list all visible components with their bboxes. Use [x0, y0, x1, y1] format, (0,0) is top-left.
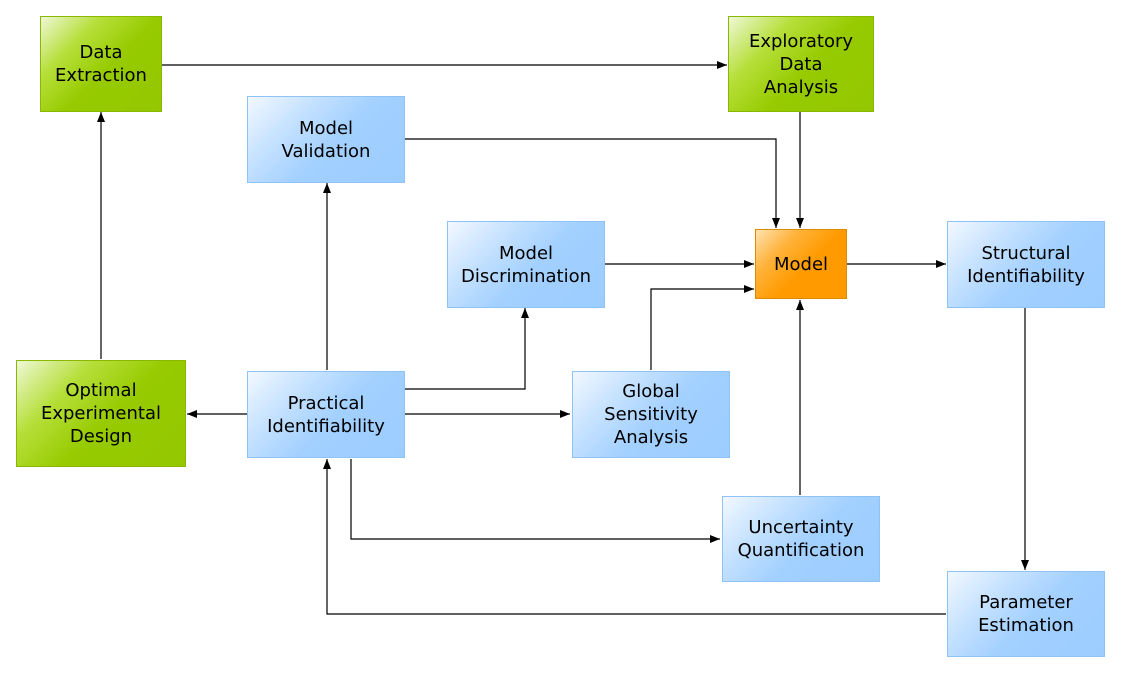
node-label: Optimal Experimental Design: [40, 380, 162, 447]
node-model-discrimination: Model Discrimination: [447, 221, 605, 308]
node-label: Model: [773, 253, 829, 275]
edge-parameter-estimation-to-practical-identifiability: [323, 459, 946, 615]
node-global-sensitivity-analysis: Global Sensitivity Analysis: [572, 371, 730, 458]
edge-global-sensitivity-analysis-to-model: [650, 285, 754, 370]
edge-model-validation-to-model: [405, 138, 780, 228]
node-exploratory-data-analysis: Exploratory Data Analysis: [728, 16, 874, 112]
node-label: Model Discrimination: [461, 242, 591, 287]
edge-practical-identifiability-to-uncertainty-quantification: [350, 459, 720, 543]
node-label: Data Extraction: [55, 42, 147, 86]
node-structural-identifiability: Structural Identifiability: [947, 221, 1105, 308]
node-practical-identifiability: Practical Identifiability: [247, 371, 405, 458]
node-label: Structural Identifiability: [967, 242, 1085, 287]
node-label: Model Validation: [281, 117, 371, 162]
node-label: Uncertainty Quantification: [737, 517, 865, 561]
node-data-extraction: Data Extraction: [40, 16, 162, 112]
node-label: Exploratory Data Analysis: [748, 30, 854, 98]
node-model: Model: [755, 229, 847, 299]
node-label: Practical Identifiability: [267, 392, 385, 437]
node-uncertainty-quantification: Uncertainty Quantification: [722, 496, 880, 582]
node-optimal-experimental-design: Optimal Experimental Design: [16, 360, 186, 467]
edge-practical-identifiability-to-model-discrimination: [405, 308, 529, 390]
node-label: Parameter Estimation: [978, 592, 1074, 636]
node-model-validation: Model Validation: [247, 96, 405, 183]
node-parameter-estimation: Parameter Estimation: [947, 571, 1105, 657]
node-label: Global Sensitivity Analysis: [604, 381, 698, 448]
